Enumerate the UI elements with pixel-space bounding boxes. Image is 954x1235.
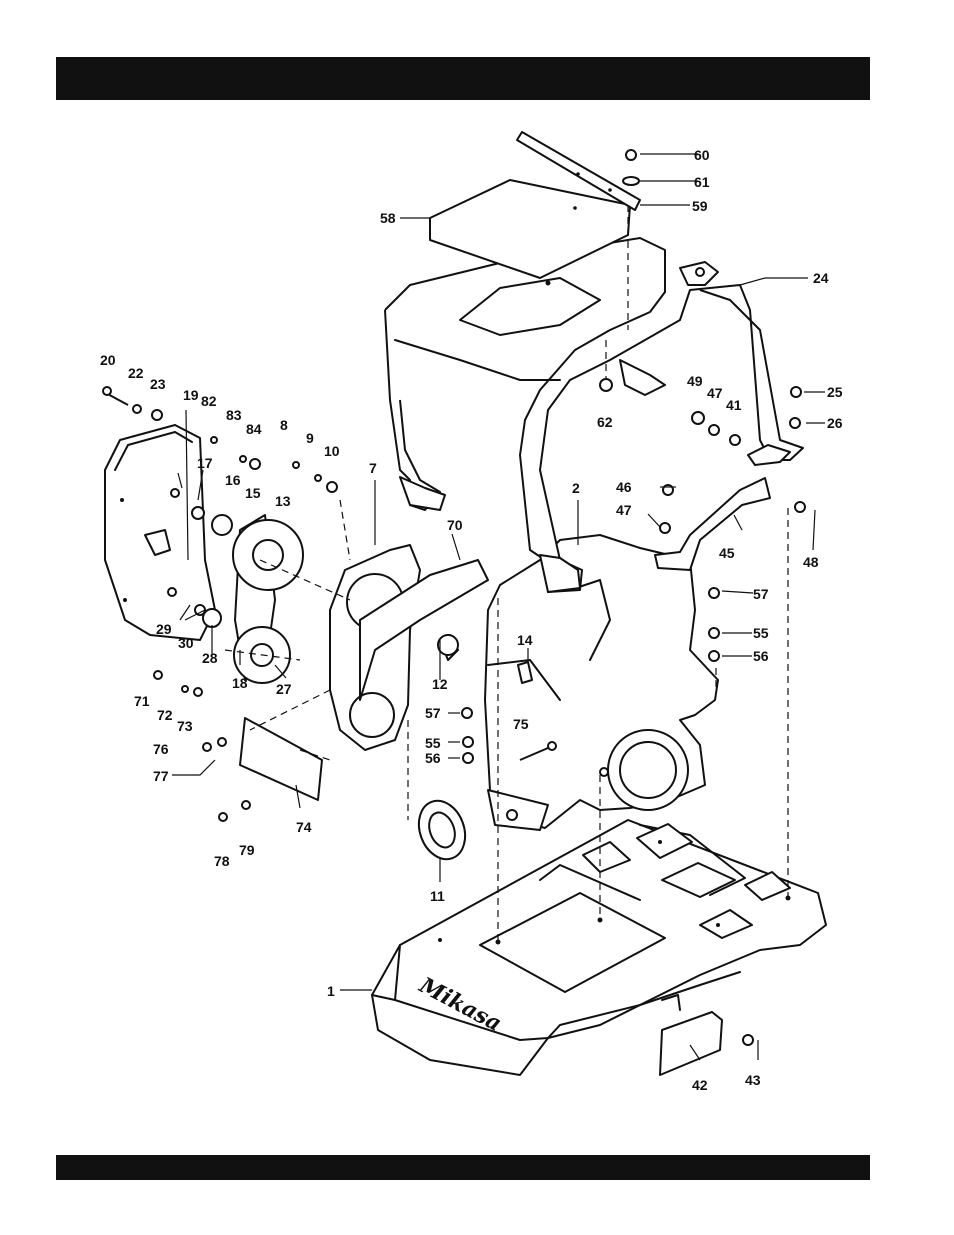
callout-2: 2: [572, 480, 580, 496]
callout-84: 84: [246, 421, 262, 437]
callout-82: 82: [201, 393, 217, 409]
callout-26: 26: [827, 415, 843, 431]
callout-57b: 57: [753, 586, 769, 602]
callout-28: 28: [202, 650, 218, 666]
engine: [485, 535, 718, 830]
callout-60: 60: [694, 147, 710, 163]
callout-14: 14: [517, 632, 533, 648]
callout-70: 70: [447, 517, 463, 533]
callout-56b: 56: [753, 648, 769, 664]
callout-30: 30: [178, 635, 194, 651]
callout-47a: 47: [707, 385, 723, 401]
callout-24: 24: [813, 270, 829, 286]
callout-13: 13: [275, 493, 291, 509]
callout-58: 58: [380, 210, 396, 226]
pulley-11: [411, 794, 473, 865]
callout-19: 19: [183, 387, 199, 403]
callout-57a: 57: [425, 705, 441, 721]
callout-10: 10: [324, 443, 340, 459]
callout-9: 9: [306, 430, 314, 446]
callout-56a: 56: [425, 750, 441, 766]
callout-47b: 47: [616, 502, 632, 518]
callout-11: 11: [430, 888, 445, 904]
callout-55b: 55: [753, 625, 769, 641]
callout-45: 45: [719, 545, 735, 561]
callout-17: 17: [197, 455, 213, 471]
callout-74: 74: [296, 819, 312, 835]
callout-49: 49: [687, 373, 703, 389]
callout-48: 48: [803, 554, 819, 570]
callout-83: 83: [226, 407, 242, 423]
callout-78: 78: [214, 853, 230, 869]
callout-41: 41: [726, 397, 742, 413]
callout-72: 72: [157, 707, 173, 723]
callout-18: 18: [232, 675, 248, 691]
callout-1: 1: [327, 983, 335, 999]
callout-75: 75: [513, 716, 529, 732]
callout-27: 27: [276, 681, 292, 697]
callout-79: 79: [239, 842, 255, 858]
callout-20: 20: [100, 352, 116, 368]
belt-case: [330, 545, 488, 750]
callout-71: 71: [134, 693, 150, 709]
callout-43: 43: [745, 1072, 761, 1088]
callout-7: 7: [369, 460, 377, 476]
callout-42: 42: [692, 1077, 708, 1093]
callout-29: 29: [156, 621, 172, 637]
bracket-plate-42: [660, 1012, 722, 1075]
callout-76: 76: [153, 741, 169, 757]
callout-8: 8: [280, 417, 288, 433]
callout-62: 62: [597, 414, 613, 430]
callout-59: 59: [692, 198, 708, 214]
callout-73: 73: [177, 718, 193, 734]
callout-77: 77: [153, 768, 169, 784]
callout-61: 61: [694, 174, 710, 190]
callout-22: 22: [128, 365, 144, 381]
callout-12: 12: [432, 676, 448, 692]
callout-23: 23: [150, 376, 166, 392]
callout-55a: 55: [425, 735, 441, 751]
callout-25: 25: [827, 384, 843, 400]
cover-plate-74: [240, 718, 322, 800]
callout-46: 46: [616, 479, 632, 495]
callout-15: 15: [245, 485, 261, 501]
callout-16: 16: [225, 472, 241, 488]
